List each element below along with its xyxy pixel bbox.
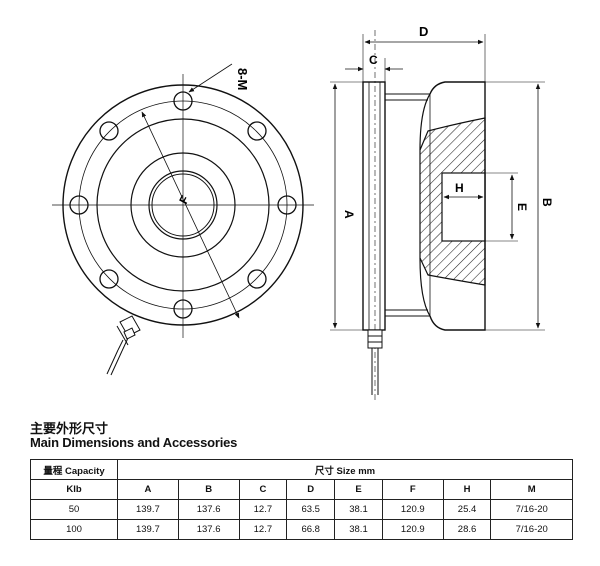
center-cavity xyxy=(441,172,486,242)
table-row: 100 139.7 137.6 12.7 66.8 38.1 120.9 28.… xyxy=(30,519,573,540)
table-cell: 120.9 xyxy=(381,499,444,520)
side-cable xyxy=(367,329,383,395)
load-cell-drawing: 8-M F xyxy=(52,24,554,400)
column-header: A xyxy=(117,479,179,500)
bolt-hole xyxy=(99,121,119,141)
bolt-hole xyxy=(69,195,89,215)
thread-leader-line xyxy=(188,63,233,93)
h-dimension-label: H xyxy=(455,181,464,195)
table-cell: 28.6 xyxy=(442,519,492,540)
bolt-hole xyxy=(173,91,193,111)
column-header: D xyxy=(286,479,336,500)
bolt-hole xyxy=(247,269,267,289)
table-cell: 100 xyxy=(30,519,118,540)
table-row: 50 139.7 137.6 12.7 63.5 38.1 120.9 25.4… xyxy=(30,499,573,520)
bolt-hole xyxy=(99,269,119,289)
cable-gland xyxy=(106,315,141,376)
table-header-row: 量程 Capacity 尺寸 Size mm xyxy=(30,459,573,480)
thread-label: 8-M xyxy=(235,68,250,90)
a-dimension-label: A xyxy=(342,210,356,219)
table-cell: 38.1 xyxy=(334,519,383,540)
table-cell: 63.5 xyxy=(286,499,336,520)
capacity-header: 量程 Capacity xyxy=(30,459,118,480)
table-cell: 120.9 xyxy=(381,519,444,540)
d-dimension-label: D xyxy=(419,24,428,39)
dimensions-table: 量程 Capacity 尺寸 Size mm Klb A B C D E F H… xyxy=(30,459,573,540)
table-cell: 139.7 xyxy=(117,519,179,540)
section-title-chinese: 主要外形尺寸 xyxy=(30,421,109,436)
column-header: C xyxy=(238,479,288,500)
size-header: 尺寸 Size mm xyxy=(117,459,573,480)
table-cell: 66.8 xyxy=(286,519,336,540)
column-header: E xyxy=(334,479,383,500)
column-header: B xyxy=(177,479,240,500)
f-dimension-label: F xyxy=(176,193,192,206)
flange-plate xyxy=(362,81,386,331)
column-header: H xyxy=(442,479,492,500)
section-title-english: Main Dimensions and Accessories xyxy=(30,435,238,450)
c-dimension-label: C xyxy=(369,53,378,67)
f-dimension-line xyxy=(141,111,240,319)
bolt-hole xyxy=(277,195,297,215)
table-cell: 137.6 xyxy=(177,499,240,520)
column-header: Klb xyxy=(30,479,118,500)
column-header: F xyxy=(381,479,444,500)
front-view xyxy=(52,63,314,376)
table-cell: 137.6 xyxy=(177,519,240,540)
b-dimension-label: B xyxy=(540,198,554,207)
bolt-hole xyxy=(247,121,267,141)
outer-flange-circle xyxy=(62,84,304,326)
table-cell: 50 xyxy=(30,499,118,520)
table-cell: 139.7 xyxy=(117,499,179,520)
table-cell: 12.7 xyxy=(238,519,288,540)
table-cell: 7/16-20 xyxy=(490,519,573,540)
body-neck xyxy=(385,93,430,317)
column-header-row: Klb A B C D E F H M xyxy=(30,479,573,500)
table-cell: 25.4 xyxy=(442,499,492,520)
table-cell: 7/16-20 xyxy=(490,499,573,520)
body-outline xyxy=(429,81,486,331)
table-cell: 12.7 xyxy=(238,499,288,520)
e-dimension-label: E xyxy=(515,203,529,211)
side-view xyxy=(330,30,545,400)
table-cell: 38.1 xyxy=(334,499,383,520)
column-header: M xyxy=(490,479,573,500)
